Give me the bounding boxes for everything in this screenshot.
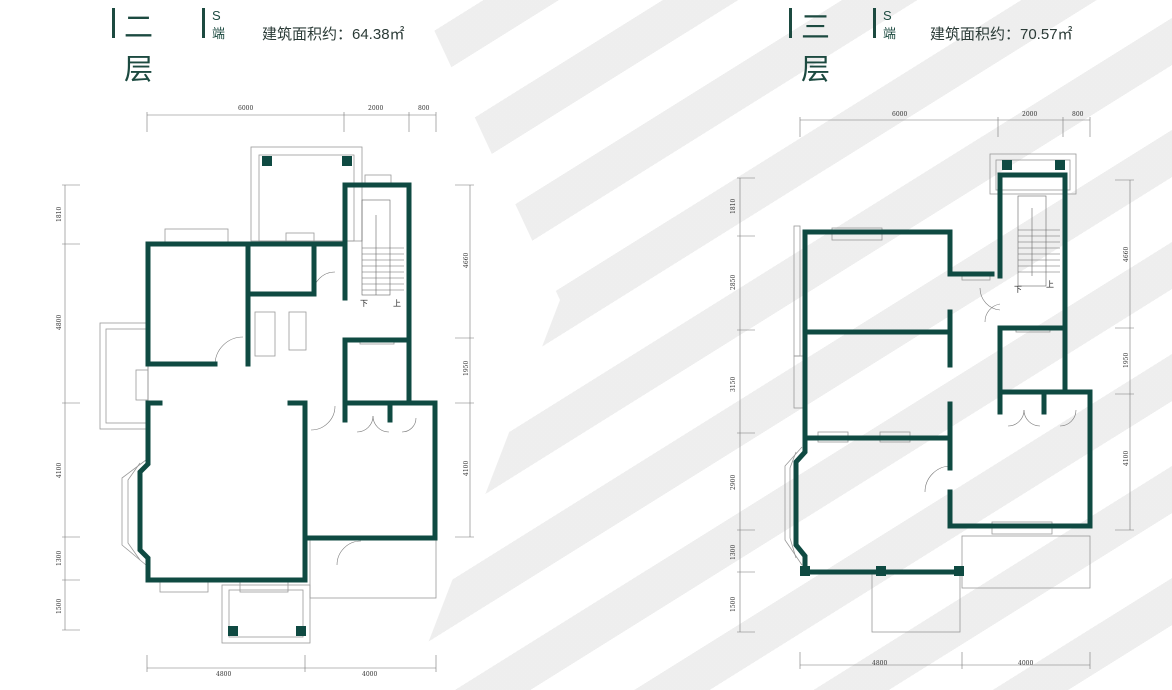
- left-dim: 4800: [56, 315, 63, 330]
- columns: [228, 156, 352, 636]
- right-dim: 4100: [463, 461, 470, 476]
- stair: [1017, 195, 1060, 287]
- bottom-dim: 4000: [1018, 660, 1033, 667]
- top-dim: 800: [418, 105, 430, 112]
- stair-down-label: 下: [1014, 285, 1022, 294]
- dimension-lines: [62, 112, 474, 672]
- top-dim: 2000: [1022, 111, 1037, 118]
- stair-down-label: 下: [360, 299, 368, 308]
- area-text: 建筑面积约：70.57㎡: [930, 26, 1073, 43]
- top-dim: 800: [1072, 111, 1084, 118]
- dimension-lines: [737, 117, 1134, 669]
- walls: [137, 182, 438, 583]
- heading-bar: [873, 8, 876, 38]
- left-dim: 1810: [56, 207, 63, 222]
- heading-bar: [202, 8, 205, 38]
- floor-title: 二层: [124, 10, 155, 86]
- left-dim: 1300: [730, 545, 737, 560]
- left-dim: 1500: [56, 599, 63, 614]
- right-dim: 4660: [1123, 247, 1130, 262]
- right-dim: 1950: [1123, 353, 1130, 368]
- door-arcs: [214, 271, 417, 566]
- stair: [361, 199, 404, 296]
- left-dim: 3150: [730, 377, 737, 392]
- top-dim: 6000: [238, 105, 253, 112]
- bottom-dim: 4800: [216, 671, 231, 678]
- left-dim: 2900: [730, 475, 737, 490]
- left-dim: 1810: [730, 199, 737, 214]
- walls: [793, 172, 1093, 575]
- right-dim: 4660: [463, 253, 470, 268]
- left-dim: 4100: [56, 463, 63, 478]
- stair-up-label: 上: [1046, 280, 1054, 289]
- door-arcs: [924, 287, 1077, 493]
- bottom-dim: 4000: [362, 671, 377, 678]
- left-dim: 1500: [730, 597, 737, 612]
- right-dim: 4100: [1123, 451, 1130, 466]
- floor-title: 三层: [801, 10, 832, 86]
- side-label: S端: [212, 8, 226, 41]
- left-dim: 2850: [730, 275, 737, 290]
- right-dim: 1950: [463, 361, 470, 376]
- area-text: 建筑面积约：64.38㎡: [262, 26, 405, 43]
- top-dim: 6000: [892, 111, 907, 118]
- side-label: S端: [883, 8, 897, 41]
- heading-bar: [112, 8, 115, 38]
- heading-bar: [789, 8, 792, 38]
- columns: [800, 160, 1065, 576]
- stair-up-label: 上: [393, 299, 401, 308]
- bottom-dim: 4800: [872, 660, 887, 667]
- top-dim: 2000: [368, 105, 383, 112]
- left-dim: 1300: [56, 551, 63, 566]
